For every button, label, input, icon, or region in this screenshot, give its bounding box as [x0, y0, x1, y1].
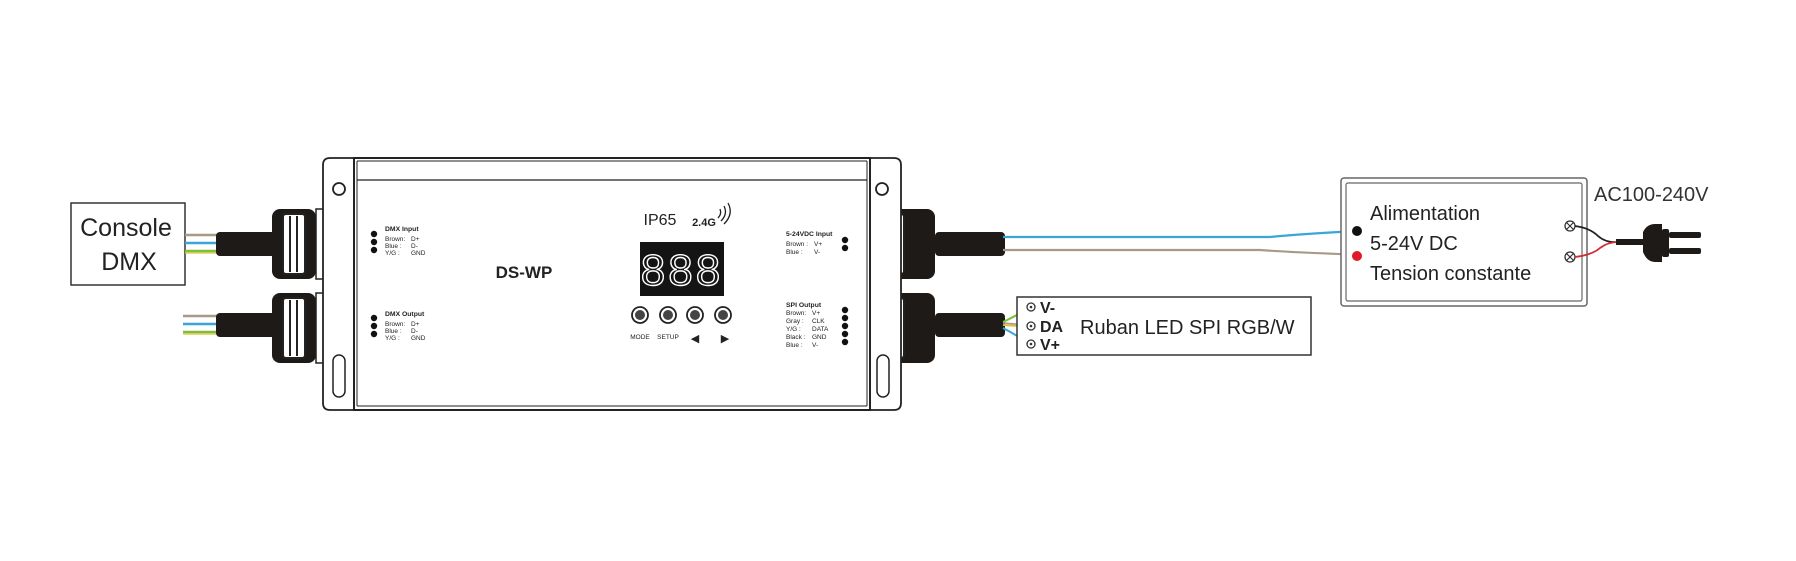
model-label: DS-WP — [496, 263, 553, 282]
svg-text:Y/G :: Y/G : — [385, 335, 400, 342]
terminal-v-minus: V- — [1040, 300, 1055, 317]
dmx-output-title: DMX Output — [385, 311, 425, 318]
controller-body — [353, 157, 871, 411]
right-arrow-icon: ▶ — [721, 332, 730, 345]
svg-text:D-: D- — [411, 328, 418, 335]
terminal-v-plus: V+ — [1040, 337, 1060, 354]
svg-text:Brown :: Brown : — [786, 241, 808, 248]
led-strip-label: Ruban LED SPI RGB/W — [1080, 317, 1295, 339]
svg-text:Y/G :: Y/G : — [786, 326, 801, 333]
svg-text:V+: V+ — [814, 241, 822, 248]
display-value: 888 — [641, 246, 723, 295]
svg-text:Brown:: Brown: — [786, 310, 806, 317]
power-supply-line1: Alimentation — [1370, 203, 1480, 225]
dmx-input-cable — [216, 232, 276, 256]
svg-text:V-: V- — [814, 249, 820, 256]
wire-blue — [1003, 229, 1358, 239]
power-supply-line2: 5-24V DC — [1370, 233, 1458, 255]
terminal-negative — [1352, 226, 1362, 236]
spi-output-label: SPI Output Brown: V+ Gray : CLK Y/G : DA… — [786, 302, 849, 349]
svg-text:Gray :: Gray : — [786, 318, 804, 325]
svg-text:Blue :: Blue : — [385, 328, 402, 335]
svg-text:D+: D+ — [411, 236, 420, 243]
power-supply: Alimentation 5-24V DC Tension constante … — [1340, 177, 1709, 307]
terminal-da: DA — [1040, 319, 1064, 336]
svg-text:Brown:: Brown: — [385, 236, 405, 243]
svg-text:Blue :: Blue : — [786, 342, 803, 349]
svg-text:V+: V+ — [812, 310, 820, 317]
dmx-input-wires — [185, 233, 218, 254]
dmx-output-wires — [183, 314, 218, 335]
mains-voltage-label: AC100-240V — [1594, 184, 1709, 206]
svg-text:Y/G :: Y/G : — [385, 250, 400, 257]
svg-text:Blue :: Blue : — [786, 249, 803, 256]
svg-text:D-: D- — [411, 243, 418, 250]
left-cable-glands — [216, 208, 325, 364]
power-supply-line3: Tension constante — [1370, 263, 1531, 285]
svg-text:Brown:: Brown: — [385, 321, 405, 328]
terminal-positive — [1352, 251, 1362, 261]
dmx-input-title: DMX Input — [385, 226, 419, 233]
led-display — [640, 242, 724, 296]
mode-button-label: MODE — [630, 334, 650, 341]
svg-text:CLK: CLK — [812, 318, 825, 325]
dmx-output-cable — [216, 313, 276, 337]
wire-brown — [1003, 248, 1399, 258]
console-dmx-box — [70, 202, 186, 286]
dmx-input-label: DMX Input Brown: D+ Blue : D- Y/G : GND — [370, 226, 426, 257]
svg-text:V-: V- — [812, 342, 818, 349]
power-input-label: 5-24VDC Input Brown : V+ Blue : V- — [786, 231, 849, 256]
console-dmx-line1: Console — [80, 214, 172, 242]
svg-text:DATA: DATA — [812, 326, 829, 333]
svg-text:GND: GND — [812, 334, 827, 341]
svg-text:Black :: Black : — [786, 334, 806, 341]
left-flange — [322, 157, 355, 411]
setup-button-label: SETUP — [657, 334, 679, 341]
power-supply-wires — [1003, 229, 1399, 258]
console-dmx: Console DMX — [70, 202, 186, 286]
svg-text:D+: D+ — [411, 321, 420, 328]
plug-icon — [1616, 224, 1701, 262]
dmx-output-label: DMX Output Brown: D+ Blue : D- Y/G : GND — [370, 311, 426, 342]
led-strip: V- DA V+ Ruban LED SPI RGB/W — [1002, 296, 1312, 356]
svg-text:Blue :: Blue : — [385, 243, 402, 250]
control-buttons: MODE SETUP ◀ ▶ — [630, 306, 732, 345]
power-input-title: 5-24VDC Input — [786, 231, 833, 238]
power-input-cable — [935, 232, 1005, 256]
right-flange — [869, 157, 902, 411]
mount-hole — [875, 182, 889, 196]
wireless-icon — [717, 202, 731, 225]
mains-wire-red — [1574, 241, 1619, 258]
mount-hole — [332, 182, 346, 196]
spi-output-cable — [935, 313, 1005, 337]
left-arrow-icon: ◀ — [691, 332, 700, 345]
spi-output-title: SPI Output — [786, 302, 822, 309]
svg-text:GND: GND — [411, 250, 426, 257]
led-strip-box — [1016, 296, 1312, 356]
controller-housing: DS-WP IP65 2.4G 888 MODE SETUP ◀ ▶ — [322, 157, 902, 411]
console-dmx-line2: DMX — [101, 248, 157, 276]
ip-rating: IP65 — [644, 212, 677, 229]
power-supply-box — [1340, 177, 1588, 307]
band-label: 2.4G — [692, 217, 716, 229]
svg-text:GND: GND — [411, 335, 426, 342]
